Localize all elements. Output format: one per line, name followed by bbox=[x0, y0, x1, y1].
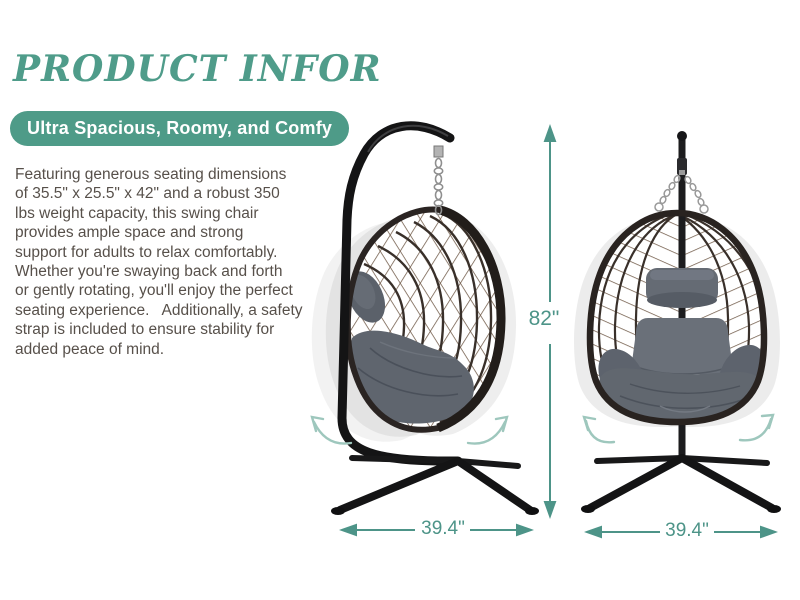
hanging-chain bbox=[433, 145, 444, 216]
egg-chair-front-view-illustration bbox=[574, 131, 781, 513]
egg-back-rim bbox=[436, 205, 506, 433]
width-dimension-label-right: 39.4" bbox=[665, 520, 709, 541]
cushion-set-side bbox=[347, 271, 474, 424]
feature-badge-label: Ultra Spacious, Roomy, and Comfy bbox=[27, 118, 333, 138]
egg-chair-side-view-illustration bbox=[310, 121, 539, 515]
feature-badge: Ultra Spacious, Roomy, and Comfy bbox=[10, 111, 350, 146]
height-dimension-label: 82" bbox=[528, 307, 560, 330]
stand-base bbox=[581, 432, 781, 513]
swing-motion-arrows bbox=[582, 413, 775, 444]
stand-frame bbox=[331, 121, 539, 515]
swing-motion-arrows bbox=[310, 415, 509, 445]
width-dimension-label-left: 39.4" bbox=[421, 518, 465, 539]
product-description: Featuring generous seating dimensions of… bbox=[15, 166, 303, 358]
hanging-chains bbox=[654, 174, 709, 214]
page-title: PRODUCT INFOR bbox=[13, 48, 382, 90]
